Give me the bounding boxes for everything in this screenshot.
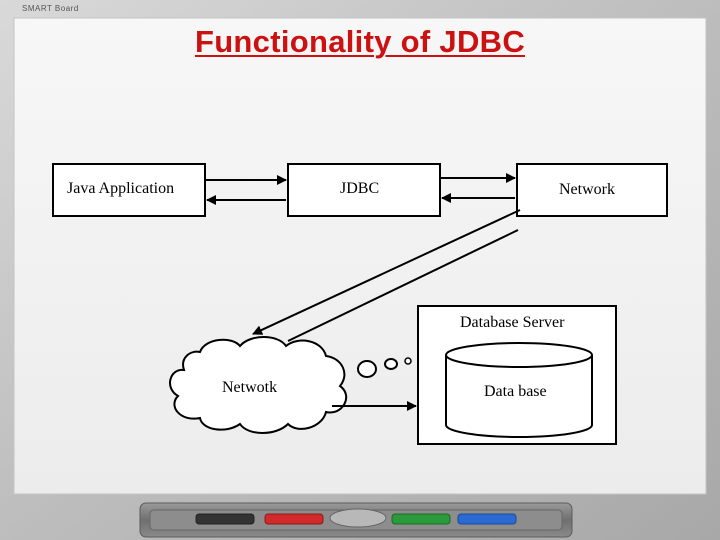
cloud-label: Netwotk	[222, 379, 278, 396]
jdbc-label: JDBC	[340, 180, 380, 197]
eraser[interactable]	[329, 508, 387, 528]
line-cloud-to-network	[287, 229, 519, 342]
jdbc-box	[287, 163, 441, 217]
green-pen[interactable]	[391, 513, 451, 525]
board-brand-logo: SMART Board	[22, 4, 79, 13]
pen-tray	[139, 502, 573, 538]
bubble-medium	[384, 358, 398, 370]
red-pen[interactable]	[264, 513, 324, 525]
database-cylinder	[445, 342, 593, 438]
java-app-box	[52, 163, 206, 217]
bubble-large	[357, 360, 377, 378]
network-cloud	[169, 336, 347, 434]
database-label: Data base	[484, 383, 547, 400]
network-box	[516, 163, 668, 217]
bubble-small	[404, 357, 412, 365]
slide-title: Functionality of JDBC	[194, 24, 526, 59]
black-pen[interactable]	[195, 513, 255, 525]
blue-pen[interactable]	[457, 513, 517, 525]
java-app-label: Java Application	[67, 180, 175, 197]
arrow-network-to-cloud	[252, 209, 521, 335]
network-label: Network	[559, 181, 615, 198]
db-server-label: Database Server	[460, 314, 565, 331]
